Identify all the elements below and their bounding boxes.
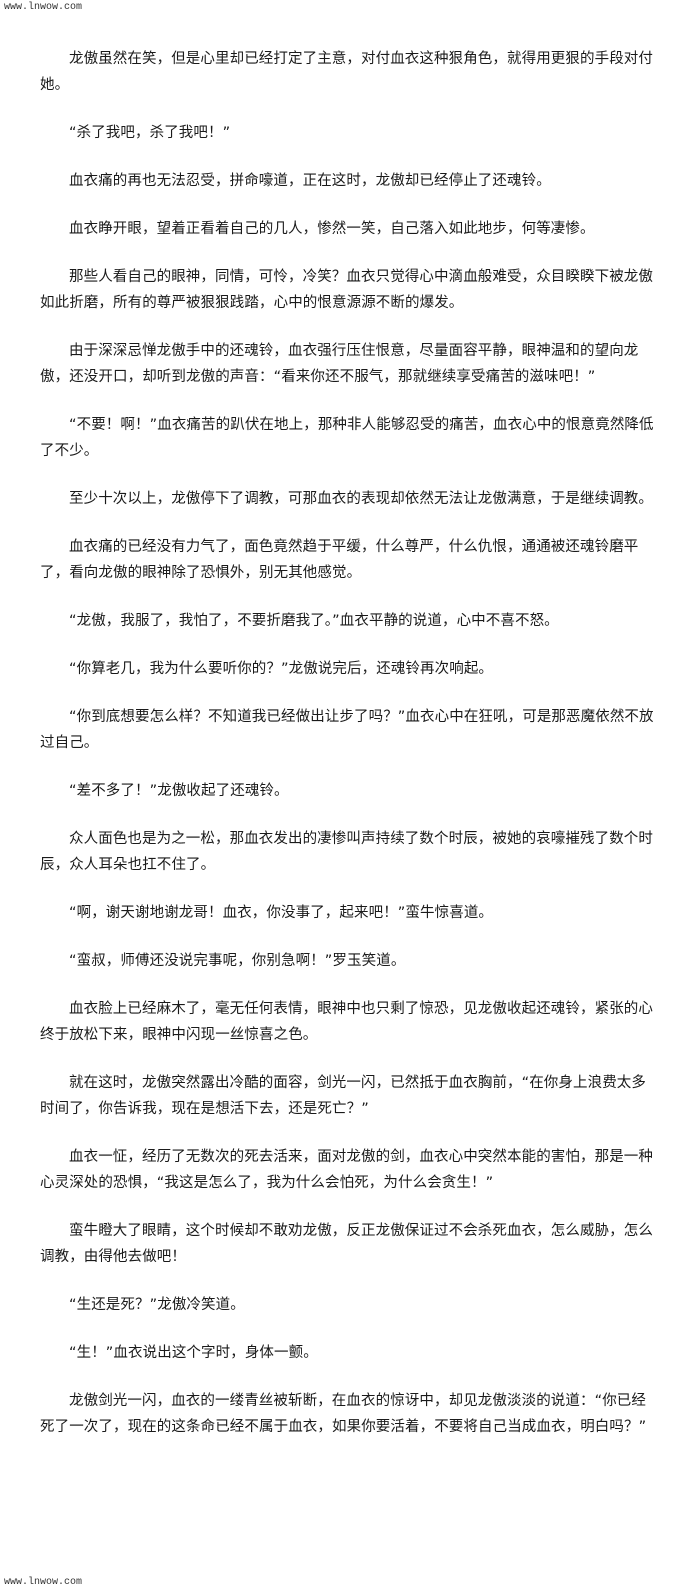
- paragraph-5: 那些人看自己的眼神，同情，可怜，冷笑？血衣只觉得心中滴血般难受，众目睽睽下被龙傲…: [40, 269, 653, 311]
- paragraph-11: “你算老几，我为什么要听你的？”龙傲说完后，还魂铃再次响起。: [69, 661, 494, 677]
- paragraph-2: “杀了我吧，杀了我吧！”: [69, 125, 231, 141]
- paragraph-8: 至少十次以上，龙傲停下了调教，可那血衣的表现却依然无法让龙傲满意，于是继续调教。: [69, 491, 653, 507]
- paragraph-19: 血衣一怔，经历了无数次的死去活来，面对龙傲的剑，血衣心中突然本能的害怕，那是一种…: [40, 1149, 653, 1191]
- paragraph-14: 众人面色也是为之一松，那血衣发出的凄惨叫声持续了数个时辰，被她的哀嚎摧残了数个时…: [40, 831, 653, 873]
- watermark-top: www.lnwow.com: [4, 2, 83, 13]
- paragraph-1: 龙傲虽然在笑，但是心里却已经打定了主意，对付血衣这种狠角色，就得用更狠的手段对付…: [40, 51, 653, 93]
- paragraph-15: “啊，谢天谢地谢龙哥！血衣，你没事了，起来吧！”蛮牛惊喜道。: [69, 905, 494, 921]
- paragraph-4: 血衣睁开眼，望着正看着自己的几人，惨然一笑，自己落入如此地步，何等凄惨。: [69, 221, 595, 237]
- paragraph-7: “不要！啊！”血衣痛苦的趴伏在地上，那种非人能够忍受的痛苦，血衣心中的恨意竟然降…: [40, 417, 654, 459]
- paragraph-20: 蛮牛瞪大了眼睛，这个时候却不敢劝龙傲，反正龙傲保证过不会杀死血衣，怎么威胁，怎么…: [40, 1223, 653, 1265]
- paragraph-18: 就在这时，龙傲突然露出冷酷的面容，剑光一闪，已然抵于血衣胸前，“在你身上浪费太多…: [40, 1075, 647, 1117]
- paragraph-17: 血衣脸上已经麻木了，毫无任何表情，眼神中也只剩了惊恐，见龙傲收起还魂铃，紧张的心…: [40, 1001, 653, 1043]
- paragraph-9: 血衣痛的已经没有力气了，面色竟然趋于平缓，什么尊严，什么仇恨，通通被还魂铃磨平了…: [40, 539, 639, 581]
- paragraph-16: “蛮叔，师傅还没说完事呢，你别急啊！”罗玉笑道。: [69, 953, 406, 969]
- paragraph-13: “差不多了！”龙傲收起了还魂铃。: [69, 783, 289, 799]
- paragraph-10: “龙傲，我服了，我怕了，不要折磨我了。”血衣平静的说道，心中不喜不怒。: [69, 613, 559, 629]
- paragraph-12: “你到底想要怎么样？不知道我已经做出让步了吗？”血衣心中在狂吼，可是那恶魔依然不…: [40, 709, 654, 751]
- paragraph-6: 由于深深忌惮龙傲手中的还魂铃，血衣强行压住恨意，尽量面容平静，眼神温和的望向龙傲…: [40, 343, 639, 385]
- paragraph-21: “生还是死？”龙傲冷笑道。: [69, 1297, 245, 1313]
- watermark-bottom: www.lnwow.com: [4, 1577, 83, 1588]
- article-body: 龙傲虽然在笑，但是心里却已经打定了主意，对付血衣这种狠角色，就得用更狠的手段对付…: [40, 46, 660, 1462]
- paragraph-3: 血衣痛的再也无法忍受，拼命嚎道，正在这时，龙傲却已经停止了还魂铃。: [69, 173, 551, 189]
- paragraph-23: 龙傲剑光一闪，血衣的一缕青丝被斩断，在血衣的惊讶中，却见龙傲淡淡的说道：“你已经…: [40, 1393, 647, 1435]
- paragraph-22: “生！”血衣说出这个字时，身体一颤。: [69, 1345, 318, 1361]
